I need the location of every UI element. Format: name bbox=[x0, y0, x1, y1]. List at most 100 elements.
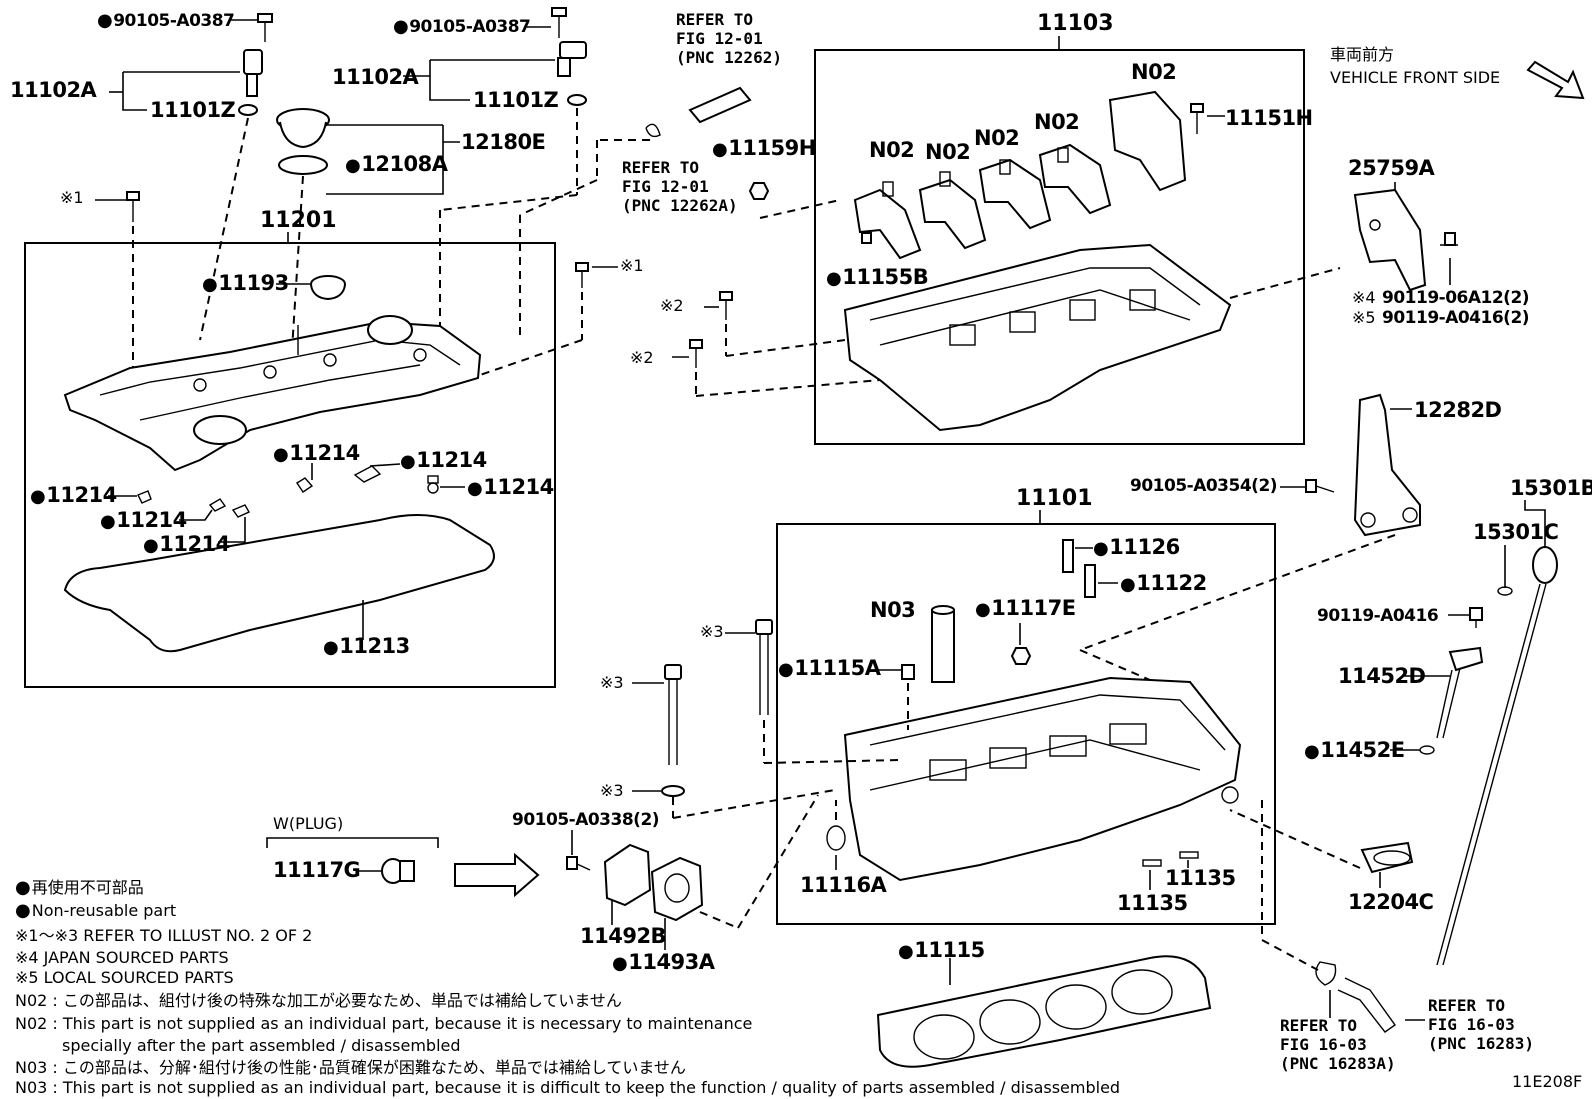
ref-mark-3b: ※3 bbox=[600, 673, 624, 692]
illustration-id: 11E208F bbox=[1512, 1072, 1583, 1091]
ref-mark-2a: ※2 bbox=[660, 296, 684, 315]
label-11193: 11193 bbox=[202, 273, 289, 294]
label-w-plug: W(PLUG) bbox=[273, 814, 344, 833]
label-25759a: 25759A bbox=[1348, 156, 1435, 180]
oil-filler-cap-12180e bbox=[276, 108, 330, 175]
bolt-90105-a0387-left bbox=[257, 13, 273, 42]
ref-mark-1b: ※1 bbox=[620, 256, 644, 275]
legend-note-1-3: ※1～※3 REFER TO ILLUST NO. 2 OF 2 bbox=[15, 926, 313, 945]
bolt-90105-a0387-right bbox=[551, 7, 567, 38]
label-11151h: 11151H bbox=[1225, 106, 1313, 130]
label-90105-a0387-left: 90105-A0387 bbox=[97, 12, 235, 30]
label-90105-a0387-right: 90105-A0387 bbox=[393, 18, 531, 36]
front-label-jp: 車両前方 bbox=[1330, 45, 1395, 64]
label-n02-4: N02 bbox=[925, 140, 971, 164]
sensor-11101z-left bbox=[243, 49, 263, 97]
label-11452e: 11452E bbox=[1304, 740, 1405, 761]
label-11115: 11115 bbox=[898, 940, 985, 961]
head-bolt-ref3-right bbox=[755, 619, 773, 715]
legend-note-4: ※4 JAPAN SOURCED PARTS bbox=[15, 948, 229, 967]
head-gasket-11115 bbox=[876, 955, 1212, 1068]
label-11493a: 11493A bbox=[612, 952, 715, 973]
label-11214-e: 11214 bbox=[100, 510, 187, 531]
sensor-11101z-right bbox=[557, 41, 587, 77]
label-11452d: 11452D bbox=[1338, 664, 1426, 688]
label-11214-a: 11214 bbox=[273, 443, 360, 464]
ref-mark-3a: ※3 bbox=[700, 622, 724, 641]
ref-mark-5: ※5 bbox=[1352, 308, 1376, 327]
label-11135-b: 11135 bbox=[1165, 866, 1236, 890]
label-11102a-right: 11102A bbox=[332, 65, 419, 89]
legend-n03-jp: N03 : この部品は、分解･組付け後の性能･品質確保が困難なため、単品では補給… bbox=[15, 1058, 686, 1077]
label-11214-c: 11214 bbox=[467, 477, 554, 498]
ref-mark-3c: ※3 bbox=[600, 781, 624, 800]
bolt-11151h bbox=[1190, 103, 1204, 134]
label-11214-b: 11214 bbox=[400, 450, 487, 471]
label-90105-a0354: 90105-A0354(2) bbox=[1130, 476, 1278, 496]
bracket-12282d bbox=[1353, 393, 1421, 537]
label-11103: 11103 bbox=[1037, 11, 1114, 36]
label-11214-f: 11214 bbox=[143, 534, 230, 555]
dipstick-15301b bbox=[1436, 546, 1558, 966]
guide-11452d bbox=[1436, 646, 1484, 739]
label-11126: 11126 bbox=[1093, 537, 1180, 558]
label-11115a: 11115A bbox=[778, 658, 881, 679]
label-11101: 11101 bbox=[1016, 486, 1093, 511]
ref-mark-1a: ※1 bbox=[60, 188, 84, 207]
cover-11492b bbox=[603, 843, 652, 907]
label-11135-a: 11135 bbox=[1117, 891, 1188, 915]
label-11214-d: 11214 bbox=[30, 485, 117, 506]
label-11213: 11213 bbox=[323, 636, 410, 657]
label-n02-3: N02 bbox=[974, 126, 1020, 150]
label-12282d: 12282D bbox=[1414, 398, 1502, 422]
label-11117e: 11117E bbox=[975, 598, 1076, 619]
label-11155b: 11155B bbox=[826, 267, 929, 288]
label-11159h: 11159H bbox=[712, 138, 816, 159]
head-bolt-ref3-left bbox=[664, 664, 682, 765]
cylinder-head-box bbox=[776, 523, 1276, 925]
legend-n03-en: N03 : This part is not supplied as an in… bbox=[15, 1078, 1121, 1097]
cylinder-head-11101 bbox=[843, 676, 1242, 882]
bracket-25759a bbox=[1353, 188, 1427, 292]
label-90119-a0416-2: 90119-A0416(2) bbox=[1382, 308, 1530, 328]
bolt-ref1-left bbox=[126, 191, 140, 222]
ref-mark-2b: ※2 bbox=[630, 348, 654, 367]
label-15301c: 15301C bbox=[1473, 520, 1559, 544]
cylinder-head-cover-box bbox=[24, 242, 556, 688]
label-n02-1: N02 bbox=[1131, 60, 1177, 84]
label-90119-a0416: 90119-A0416 bbox=[1317, 606, 1439, 626]
camshaft-bearing-caps-n02 bbox=[853, 90, 1187, 260]
label-11101z-right: 11101Z bbox=[473, 88, 559, 112]
label-11201: 11201 bbox=[260, 208, 337, 233]
label-12108a: 12108A bbox=[345, 154, 448, 175]
legend-nonreusable-jp: 再使用不可部品 bbox=[15, 879, 144, 897]
sensor-12204c bbox=[1360, 841, 1414, 874]
label-n02-5: N02 bbox=[869, 138, 915, 162]
arrow-right bbox=[454, 852, 540, 898]
legend-note-5: ※5 LOCAL SOURCED PARTS bbox=[15, 968, 234, 987]
label-11101z-left: 11101Z bbox=[150, 98, 236, 122]
gasket-11493a bbox=[650, 856, 704, 922]
label-n03: N03 bbox=[870, 598, 916, 622]
label-15301b: 15301B bbox=[1510, 476, 1592, 500]
label-11117g: 11117G bbox=[273, 858, 361, 882]
legend-n02-en-1: N02 : This part is not supplied as an in… bbox=[15, 1014, 753, 1033]
ref-mark-4: ※4 bbox=[1352, 288, 1376, 307]
plug-11117g bbox=[381, 858, 415, 884]
label-12204c: 12204C bbox=[1348, 890, 1434, 914]
label-n02-2: N02 bbox=[1034, 110, 1080, 134]
camshaft-housing-11103 bbox=[843, 243, 1232, 432]
label-90119-06a12: 90119-06A12(2) bbox=[1382, 288, 1530, 308]
front-arrow bbox=[1526, 60, 1585, 100]
label-12180e: 12180E bbox=[461, 130, 546, 154]
legend-nonreusable-en: Non-reusable part bbox=[15, 902, 176, 920]
cap-11193 bbox=[310, 275, 346, 301]
label-11102a-left: 11102A bbox=[10, 78, 97, 102]
label-11492b: 11492B bbox=[580, 924, 667, 948]
legend-n02-jp: N02 : この部品は、組付け後の特殊な加工が必要なため、単品では補給していませ… bbox=[15, 991, 622, 1010]
